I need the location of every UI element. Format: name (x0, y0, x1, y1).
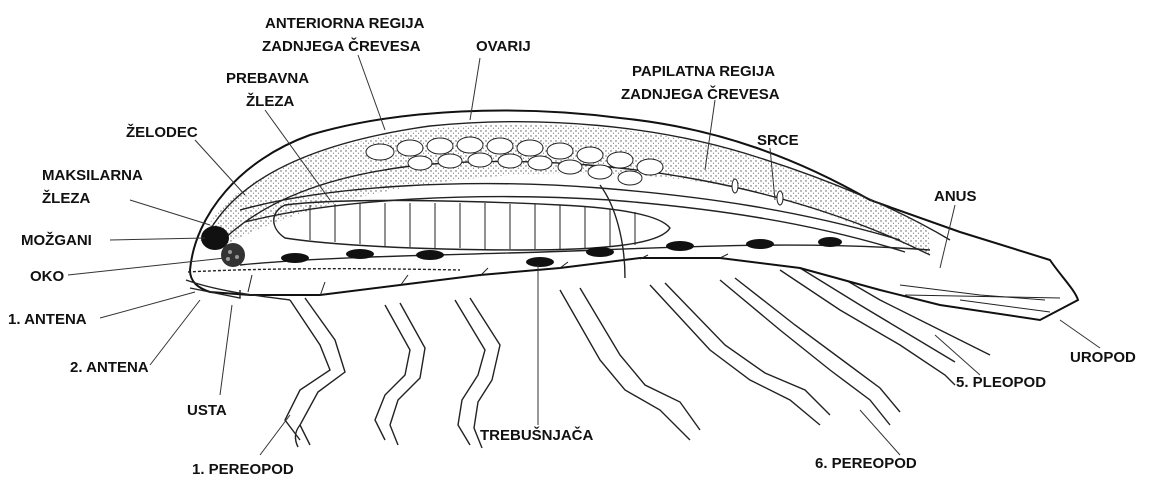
label-brain: MOŽGANI (21, 231, 92, 249)
label-anterior-hindgut-line1: ANTERIORNA REGIJA (265, 15, 425, 32)
label-pereopod6: 6. PEREOPOD (815, 455, 917, 472)
label-stomach: ŽELODEC (126, 123, 198, 141)
label-digestive-gland-line1: PREBAVNA (226, 70, 309, 87)
label-anus: ANUS (934, 188, 977, 205)
label-maxillary-gland-line2: ŽLEZA (42, 189, 90, 207)
label-ovary: OVARIJ (476, 38, 531, 55)
label-anterior-hindgut-line2: ZADNJEGA ČREVESA (262, 37, 421, 55)
label-uropod: UROPOD (1070, 349, 1136, 366)
label-antenna2: 2. ANTENA (70, 359, 149, 376)
label-nerve-cord: TREBUŠNJAČA (480, 426, 594, 444)
label-maxillary-gland-line1: MAKSILARNA (42, 167, 143, 184)
label-eye: OKO (30, 268, 65, 285)
label-digestive-gland-line2: ŽLEZA (246, 92, 294, 110)
pereopods (285, 265, 990, 448)
label-mouth: USTA (187, 402, 227, 419)
label-pereopod1: 1. PEREOPOD (192, 461, 294, 478)
label-antenna1: 1. ANTENA (8, 311, 87, 328)
label-pleopod5: 5. PLEOPOD (956, 374, 1046, 391)
label-papillate-hindgut-line2: ZADNJEGA ČREVESA (621, 85, 780, 103)
label-papillate-hindgut-line1: PAPILATNA REGIJA (632, 63, 775, 80)
eye-shape (221, 243, 245, 267)
label-heart: SRCE (757, 132, 799, 149)
